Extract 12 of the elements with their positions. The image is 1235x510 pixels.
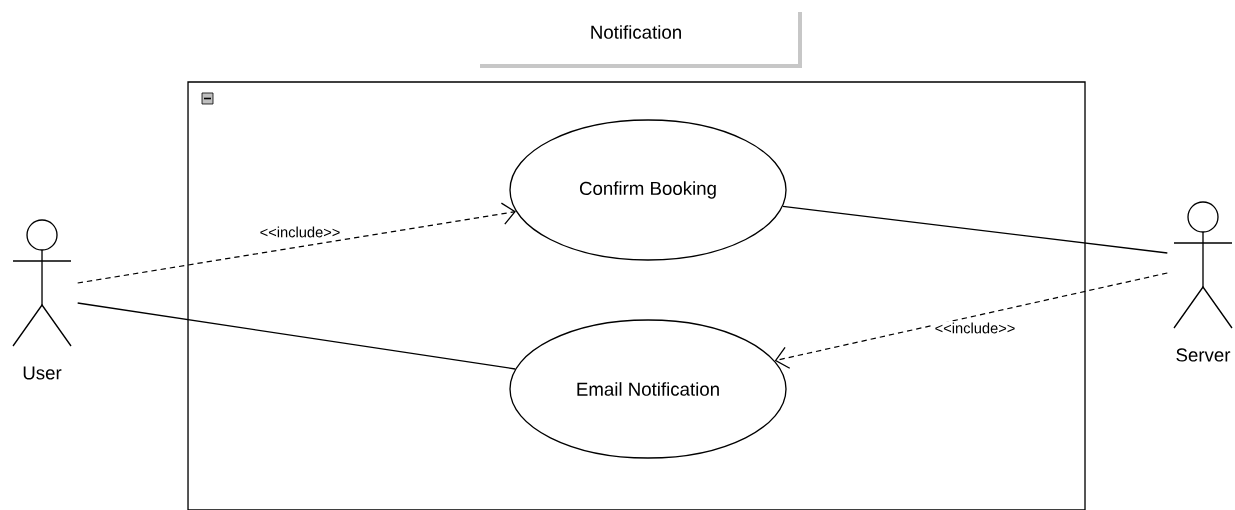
edge-label: <<include>> [935, 322, 1015, 334]
association-line [77, 202, 516, 284]
association-line [774, 272, 1168, 369]
node-label: Server [1176, 348, 1231, 362]
actor-figure: Server [1173, 201, 1233, 362]
title-box: Notification [480, 12, 802, 68]
association-line [77, 302, 516, 370]
edge-label: <<include>> [260, 226, 340, 238]
node-label: User [23, 366, 62, 380]
system-boundary [187, 81, 1086, 510]
association-line [782, 205, 1168, 254]
actor-figure: User [12, 219, 72, 380]
